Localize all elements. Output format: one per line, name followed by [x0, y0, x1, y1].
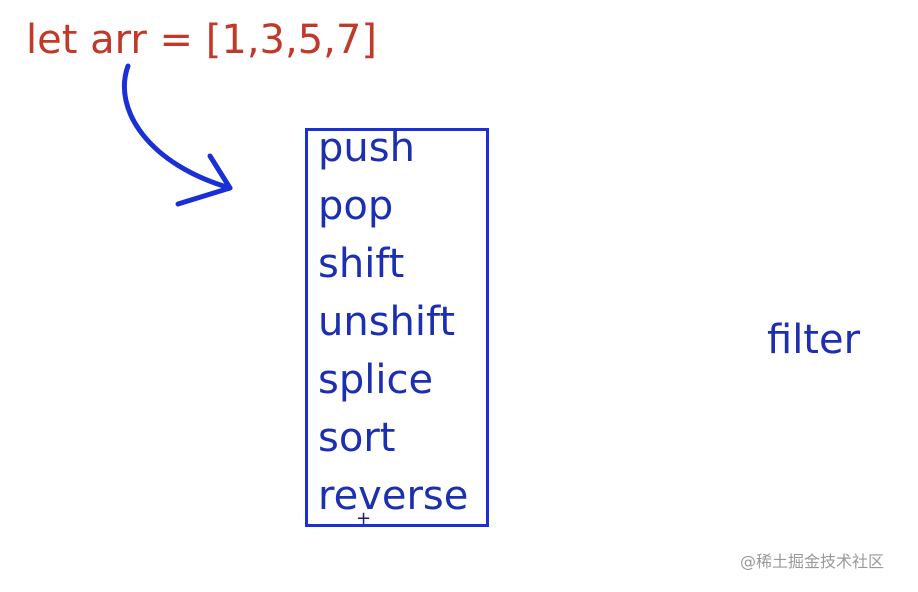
mutating-methods-box: [305, 128, 489, 527]
array-declaration: let arr = [1,3,5,7]: [26, 17, 377, 63]
crosshair-cursor-icon: +: [356, 508, 372, 529]
method-splice: splice: [318, 357, 434, 403]
watermark: @稀土掘金技术社区: [740, 552, 885, 571]
method-sort: sort: [318, 415, 396, 461]
method-unshift: unshift: [318, 299, 456, 345]
method-push: push: [318, 125, 415, 171]
arrow-shaft: [121, 63, 233, 191]
method-reverse: reverse: [318, 473, 469, 519]
arrow-head: [175, 153, 233, 207]
method-filter: filter: [767, 317, 861, 363]
method-shift: shift: [318, 241, 405, 287]
method-pop: pop: [318, 183, 394, 229]
